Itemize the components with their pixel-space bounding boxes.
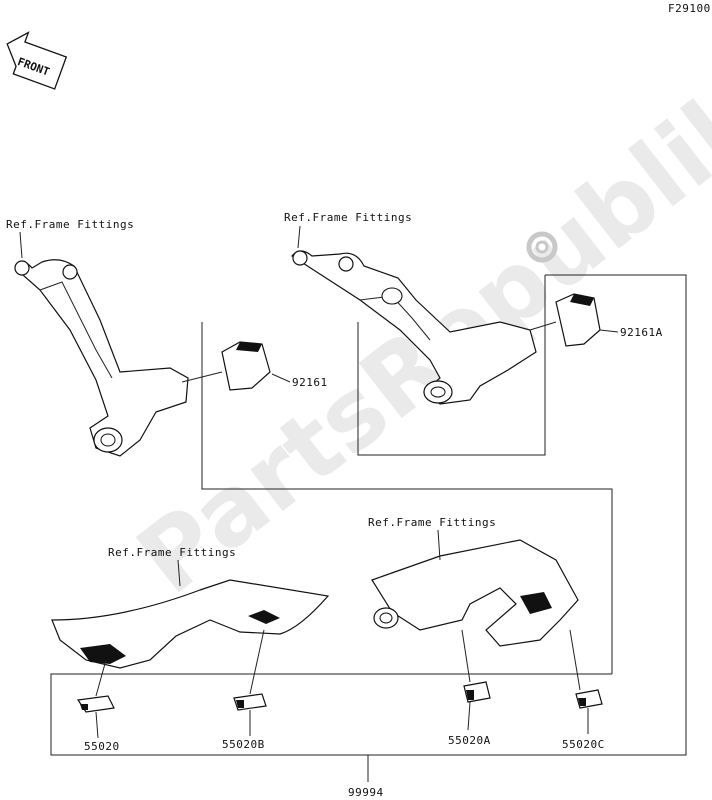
figure-code: F29100 bbox=[668, 2, 711, 15]
leader-55020C-guard bbox=[569, 629, 581, 691]
part-55020A-pad bbox=[463, 681, 491, 703]
leader-55020A bbox=[467, 701, 471, 731]
ref-label-top-left: Ref.Frame Fittings bbox=[6, 218, 134, 231]
leader-92161-bracket bbox=[181, 371, 223, 383]
leader-ref-bottom-left bbox=[177, 559, 181, 587]
leader-ref-top-left bbox=[19, 231, 23, 259]
left-footpeg-bracket bbox=[14, 259, 189, 457]
left-heel-guard bbox=[51, 579, 330, 669]
leader-92161A bbox=[599, 329, 619, 333]
front-arrow-icon: FRONT bbox=[6, 31, 68, 90]
watermark-gear-icon bbox=[526, 231, 558, 263]
leader-55020 bbox=[95, 711, 99, 739]
part-92161A-pad bbox=[555, 293, 601, 347]
leader-92161A-bracket bbox=[529, 321, 557, 331]
part-55020B-pad bbox=[233, 693, 267, 711]
frame-bracket-right bbox=[357, 275, 546, 456]
frame-bracket-mid bbox=[201, 322, 613, 674]
label-55020: 55020 bbox=[84, 740, 120, 753]
leader-ref-bottom-right bbox=[437, 529, 441, 561]
label-55020B: 55020B bbox=[222, 738, 265, 751]
ref-label-top-right: Ref.Frame Fittings bbox=[284, 211, 412, 224]
label-92161: 92161 bbox=[292, 376, 328, 389]
leader-55020B-guard bbox=[249, 629, 265, 695]
label-92161A: 92161A bbox=[620, 326, 663, 339]
right-heel-guard bbox=[371, 539, 579, 647]
part-55020C-pad bbox=[575, 689, 603, 709]
ref-label-bottom-right: Ref.Frame Fittings bbox=[368, 516, 496, 529]
label-99994: 99994 bbox=[348, 786, 384, 799]
leader-ref-top-right bbox=[297, 225, 301, 249]
leader-55020A-guard bbox=[461, 629, 471, 683]
leader-92161 bbox=[271, 373, 291, 383]
label-55020A: 55020A bbox=[448, 734, 491, 747]
right-footpeg-bracket bbox=[291, 250, 537, 405]
label-55020C: 55020C bbox=[562, 738, 605, 751]
leader-55020-guard bbox=[95, 659, 107, 697]
part-55020-pad bbox=[76, 695, 115, 713]
ref-label-bottom-left: Ref.Frame Fittings bbox=[108, 546, 236, 559]
part-92161-pad bbox=[221, 341, 271, 391]
